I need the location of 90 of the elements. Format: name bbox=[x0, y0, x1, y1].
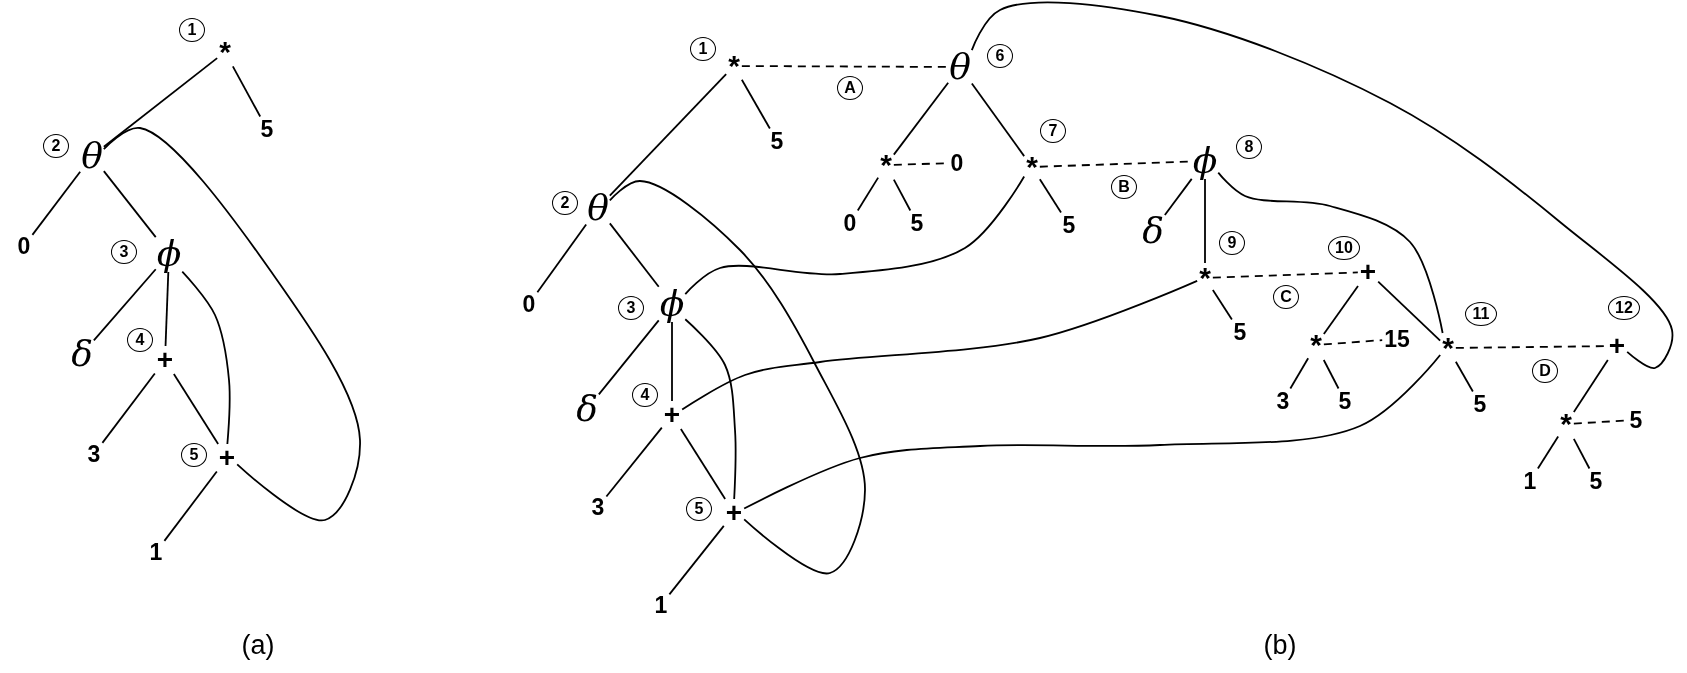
number-label: 15 bbox=[1382, 326, 1412, 352]
operator-symbol: + bbox=[1357, 258, 1379, 286]
connector-line bbox=[172, 373, 220, 445]
number-label: 3 bbox=[1274, 388, 1292, 414]
operator-symbol: * bbox=[1024, 152, 1040, 182]
connector-line bbox=[892, 178, 912, 212]
operator-symbol: * bbox=[1440, 333, 1456, 363]
connector-line bbox=[231, 65, 262, 118]
connector-line bbox=[671, 321, 673, 402]
connector-line bbox=[1572, 438, 1591, 470]
connector-line bbox=[684, 318, 737, 500]
connector-line bbox=[740, 78, 771, 130]
variable-symbol: θ bbox=[586, 190, 610, 226]
number-label: 5 bbox=[1336, 388, 1354, 414]
number-label: 5 bbox=[1471, 391, 1489, 417]
number-label: 3 bbox=[85, 441, 103, 467]
connector-line bbox=[31, 170, 82, 236]
connector-line bbox=[1322, 285, 1359, 335]
number-label: 0 bbox=[520, 291, 538, 317]
connector-line bbox=[1163, 177, 1193, 216]
connector-line bbox=[970, 1, 1674, 370]
dashed-connector bbox=[1322, 339, 1384, 346]
number-label: 3 bbox=[589, 494, 607, 520]
connector-line bbox=[681, 279, 1199, 411]
operator-symbol: + bbox=[154, 346, 176, 374]
connector-line bbox=[1204, 178, 1206, 264]
connector-line bbox=[608, 180, 866, 575]
connector-line bbox=[102, 57, 219, 148]
variable-symbol: δ bbox=[575, 391, 599, 427]
number-label: 1 bbox=[147, 539, 165, 565]
connector-line bbox=[1217, 171, 1444, 334]
connector-line bbox=[608, 222, 660, 288]
number-label: 5 bbox=[768, 128, 786, 154]
panel-label: (a) bbox=[241, 631, 275, 659]
connector-line bbox=[1454, 360, 1474, 393]
number-label: 5 bbox=[1587, 468, 1605, 494]
variable-symbol: ϕ bbox=[1191, 143, 1219, 179]
number-label: 5 bbox=[908, 210, 926, 236]
number-label: 5 bbox=[258, 116, 276, 142]
number-label: 5 bbox=[1060, 212, 1078, 238]
connector-line bbox=[102, 127, 361, 522]
operator-symbol: + bbox=[723, 499, 745, 527]
number-label: 0 bbox=[841, 210, 859, 236]
connector-line bbox=[1289, 357, 1310, 390]
operator-symbol: + bbox=[661, 401, 683, 429]
connector-line bbox=[1322, 359, 1340, 390]
connector-line bbox=[1572, 359, 1609, 413]
variable-symbol: ϕ bbox=[658, 286, 686, 322]
connector-line bbox=[668, 524, 725, 596]
connector-line bbox=[608, 73, 728, 197]
connector-line bbox=[597, 319, 660, 396]
operator-symbol: * bbox=[726, 51, 742, 81]
variable-symbol: δ bbox=[70, 336, 94, 372]
operator-symbol: + bbox=[1606, 332, 1628, 360]
variable-symbol: θ bbox=[80, 138, 104, 174]
connector-line bbox=[856, 176, 880, 212]
connector-line bbox=[102, 170, 157, 238]
connector-line bbox=[679, 428, 727, 500]
connector-line bbox=[605, 426, 663, 498]
connector-line bbox=[181, 270, 231, 445]
connector-line bbox=[743, 354, 1442, 510]
connector-line bbox=[1537, 435, 1560, 470]
operator-symbol: + bbox=[216, 444, 238, 472]
number-label: 5 bbox=[1231, 319, 1249, 345]
connector-line bbox=[536, 223, 588, 294]
connector-line bbox=[1038, 178, 1062, 214]
operator-symbol: * bbox=[1308, 330, 1324, 360]
panel-label: (b) bbox=[1263, 631, 1297, 659]
connector-line bbox=[1377, 280, 1442, 342]
operator-symbol: * bbox=[1558, 409, 1574, 439]
number-label: 1 bbox=[652, 592, 670, 618]
dashed-connector bbox=[1211, 271, 1359, 279]
number-label: 1 bbox=[1521, 468, 1539, 494]
variable-symbol: δ bbox=[1141, 213, 1165, 249]
number-label: 0 bbox=[948, 150, 966, 176]
connector-line bbox=[970, 82, 1026, 157]
connector-line bbox=[163, 470, 218, 542]
number-label: 0 bbox=[15, 233, 33, 259]
connector-line bbox=[892, 81, 950, 156]
operator-symbol: * bbox=[217, 37, 233, 67]
connector-line bbox=[92, 268, 157, 342]
number-label: 5 bbox=[1627, 407, 1645, 433]
connector-line bbox=[1211, 289, 1233, 321]
connector-line bbox=[164, 271, 170, 347]
operator-symbol: * bbox=[878, 150, 894, 180]
connector-line bbox=[101, 372, 156, 444]
connector-line bbox=[684, 175, 1026, 295]
variable-symbol: θ bbox=[948, 49, 972, 85]
operator-symbol: * bbox=[1197, 263, 1213, 293]
variable-symbol: ϕ bbox=[155, 236, 183, 272]
